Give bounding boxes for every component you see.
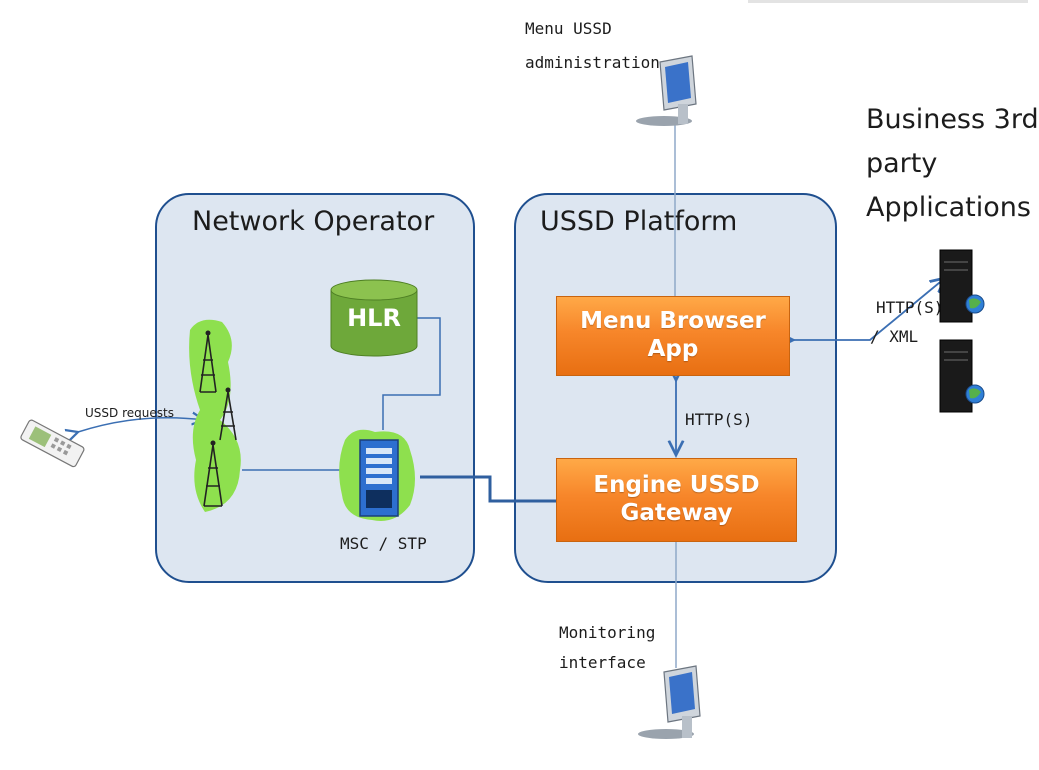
engine-label-line2: Gateway (620, 500, 733, 526)
menu-browser-app-box[interactable]: Menu Browser App (556, 296, 790, 376)
hlr-label: HLR (347, 304, 401, 332)
ussd-request-link (78, 418, 204, 432)
ussd-requests-label: USSD requests (85, 406, 174, 420)
ussd-platform-title: USSD Platform (540, 206, 738, 237)
menu-browser-app-label: Menu Browser App (580, 308, 766, 362)
http-xml-label-line2: / XML (870, 327, 919, 346)
menu-admin-label-line1: Menu USSD (525, 19, 612, 38)
engine-label-line1: Engine USSD (593, 472, 760, 499)
engine-ussd-gateway-box[interactable]: Engine USSD Gateway (556, 458, 797, 542)
monitoring-label-line2: interface (559, 653, 646, 672)
business-label-line1: Business 3rd (866, 104, 1039, 135)
menu-admin-label-line2: administration (525, 53, 660, 72)
hlr-database-icon (330, 279, 418, 357)
monitoring-label-line1: Monitoring (559, 623, 656, 642)
msc-stp-label: MSC / STP (340, 534, 427, 553)
server-icon (939, 339, 985, 413)
business-label-line3: Applications (866, 192, 1031, 223)
admin-computer-icon (636, 55, 697, 126)
network-operator-title: Network Operator (192, 206, 435, 237)
business-label-line2: party (866, 148, 938, 179)
msc-engine-link (420, 475, 556, 503)
http-xml-label-line1: HTTP(S) (876, 298, 944, 317)
mobile-phone-icon (20, 419, 85, 468)
server-icon (939, 249, 985, 323)
monitoring-computer-icon (638, 665, 701, 739)
business-link (793, 278, 945, 340)
switch-rack-icon (339, 429, 415, 521)
top-edge-line (748, 0, 1028, 3)
http-internal-label: HTTP(S) (685, 410, 753, 429)
hlr-msc-link (382, 317, 441, 430)
cell-tower-icon (189, 319, 241, 512)
